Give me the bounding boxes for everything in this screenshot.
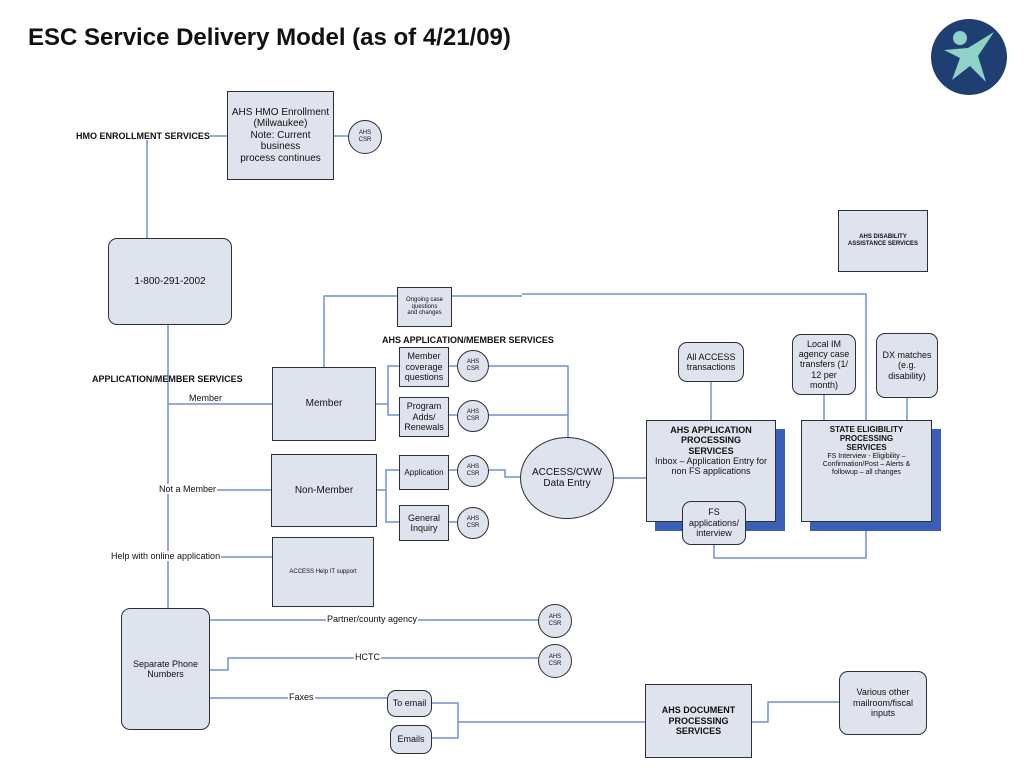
access-data-entry-ellipse: ACCESS/CWW Data Entry [520, 437, 614, 519]
access-help-box: ACCESS Help IT support [272, 537, 374, 607]
general-inquiry-box: General Inquiry [399, 505, 449, 541]
csr-circle-application: AHS CSR [457, 455, 489, 487]
page-title: ESC Service Delivery Model (as of 4/21/0… [28, 24, 511, 51]
to-email-box: To email [387, 690, 432, 717]
ongoing-case-box: Ongoing case questions and changes [397, 287, 452, 327]
fs-applications-box: FS applications/ interview [682, 501, 746, 545]
application-box: Application [399, 455, 449, 490]
doc-processing-box: AHS DOCUMENT PROCESSING SERVICES [645, 684, 752, 758]
member-edge-label: Member [188, 393, 224, 403]
csr-circle-hctc: AHS CSR [538, 644, 572, 678]
state-eligibility-title: STATE ELIGIBILITY PROCESSING SERVICES [829, 425, 904, 453]
program-adds-box: Program Adds/ Renewals [399, 397, 449, 437]
all-access-box: All ACCESS transactions [678, 342, 744, 382]
faxes-edge-label: Faxes [288, 692, 315, 702]
dx-matches-box: DX matches (e.g. disability) [876, 333, 938, 398]
phone-main-box: 1-800-291-2002 [108, 238, 232, 325]
various-other-box: Various other mailroom/fiscal inputs [839, 671, 927, 735]
app-processing-body: Inbox – Application Entry for non FS app… [654, 456, 768, 477]
csr-circle-partner: AHS CSR [538, 604, 572, 638]
non-member-box: Non-Member [271, 454, 377, 527]
separate-phone-box: Separate Phone Numbers [121, 608, 210, 730]
app-processing-box: AHS APPLICATION PROCESSING SERVICES Inbo… [646, 420, 776, 522]
member-box: Member [272, 367, 376, 441]
not-member-edge-label: Not a Member [158, 484, 218, 494]
emails-box: Emails [390, 725, 432, 754]
hmo-enrollment-box: AHS HMO Enrollment (Milwaukee) Note: Cur… [227, 91, 334, 180]
csr-circle-inquiry: AHS CSR [457, 507, 489, 539]
app-processing-title: AHS APPLICATION PROCESSING SERVICES [670, 425, 752, 456]
csr-circle-hmo: AHS CSR [348, 120, 382, 154]
member-coverage-box: Member coverage questions [399, 347, 449, 387]
csr-circle-program: AHS CSR [457, 400, 489, 432]
state-eligibility-box: STATE ELIGIBILITY PROCESSING SERVICES FS… [801, 420, 932, 522]
person-star-logo-icon [931, 19, 1007, 95]
partner-edge-label: Partner/county agency [326, 614, 419, 624]
local-im-box: Local IM agency case transfers (1/ 12 pe… [792, 334, 856, 395]
state-eligibility-body: FS Interview - Eligibility – Confirmatio… [822, 452, 911, 476]
application-member-services-label: APPLICATION/MEMBER SERVICES [92, 374, 243, 384]
help-online-edge-label: Help with online application [110, 551, 222, 561]
ahs-application-member-services-label: AHS APPLICATION/MEMBER SERVICES [380, 335, 556, 345]
hctc-edge-label: HCTC [354, 652, 381, 662]
hmo-enrollment-services-label: HMO ENROLLMENT SERVICES [76, 131, 210, 141]
disability-box: AHS DISABILITY ASSISTANCE SERVICES [838, 210, 928, 272]
csr-circle-coverage: AHS CSR [457, 350, 489, 382]
